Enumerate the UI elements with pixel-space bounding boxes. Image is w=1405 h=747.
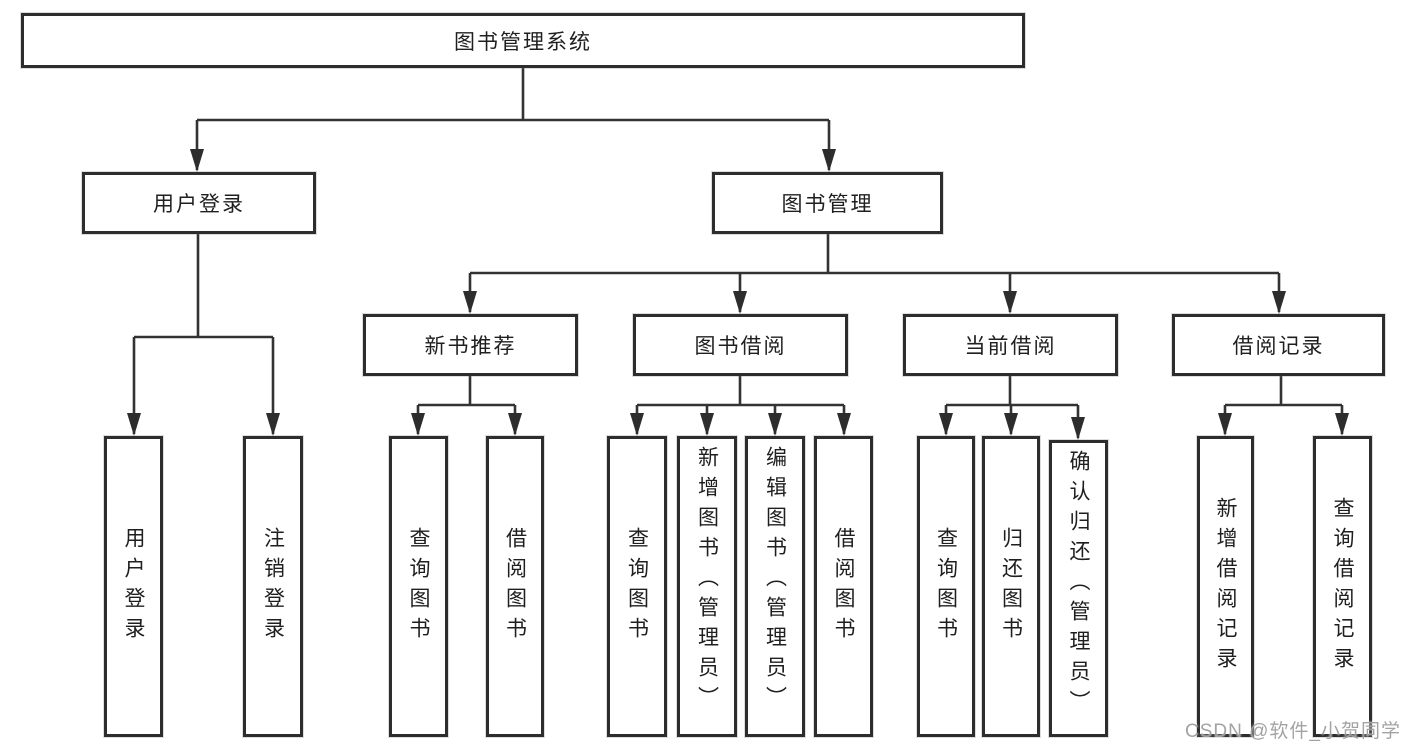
leaf-query-books-2: 查询图书 (607, 436, 667, 737)
node-label: 当前借阅 (964, 335, 1057, 358)
csdn-watermark: CSDN @软件_小贺同学 (1185, 721, 1401, 742)
leaf-label: 查询图书 (407, 526, 430, 647)
node-current-borrowing: 当前借阅 (903, 314, 1118, 376)
leaf-label: 查询图书 (934, 526, 958, 647)
connector-lines (132, 68, 1344, 438)
leaf-label: 用户登录 (122, 526, 145, 647)
leaf-label: 新增图书（管理员） (695, 446, 719, 716)
leaf-label: 确认归还（管理员） (1067, 450, 1090, 720)
node-borrowing-records: 借阅记录 (1172, 314, 1385, 376)
leaf-edit-book-admin: 编辑图书（管理员） (745, 436, 805, 737)
leaf-label: 借阅图书 (503, 526, 527, 647)
node-user-login: 用户登录 (82, 172, 316, 234)
leaf-label: 查询图书 (625, 526, 649, 647)
leaf-add-borrow-record: 新增借阅记录 (1197, 436, 1254, 737)
root-node-library-management-system: 图书管理系统 (21, 13, 1025, 68)
leaf-label: 借阅图书 (832, 526, 855, 647)
leaf-user-login: 用户登录 (104, 436, 163, 737)
node-book-borrowing: 图书借阅 (633, 314, 848, 376)
arrowheads (127, 149, 1349, 440)
node-label: 新书推荐 (424, 335, 517, 358)
node-book-management: 图书管理 (712, 172, 943, 234)
node-label: 图书管理 (781, 193, 874, 216)
node-label: 图书借阅 (694, 335, 787, 358)
leaf-label: 编辑图书（管理员） (763, 446, 787, 716)
leaf-borrow-books-1: 借阅图书 (486, 436, 544, 737)
node-label: 借阅记录 (1232, 335, 1325, 358)
leaf-confirm-return-admin: 确认归还（管理员） (1049, 440, 1108, 737)
leaf-logout: 注销登录 (243, 436, 303, 737)
leaf-label: 归还图书 (999, 526, 1023, 647)
leaf-borrow-books-2: 借阅图书 (814, 436, 873, 737)
leaf-add-book-admin: 新增图书（管理员） (677, 436, 737, 737)
leaf-query-borrow-record: 查询借阅记录 (1313, 436, 1372, 737)
node-new-book-recommendation: 新书推荐 (363, 314, 578, 376)
leaf-label: 注销登录 (261, 526, 285, 647)
leaf-return-books: 归还图书 (982, 436, 1040, 737)
root-node-label: 图书管理系统 (454, 30, 592, 54)
leaf-query-books-3: 查询图书 (917, 436, 975, 737)
node-label: 用户登录 (153, 193, 245, 216)
leaf-query-books-1: 查询图书 (389, 436, 448, 737)
leaf-label: 新增借阅记录 (1214, 496, 1237, 677)
leaf-label: 查询借阅记录 (1331, 496, 1354, 677)
